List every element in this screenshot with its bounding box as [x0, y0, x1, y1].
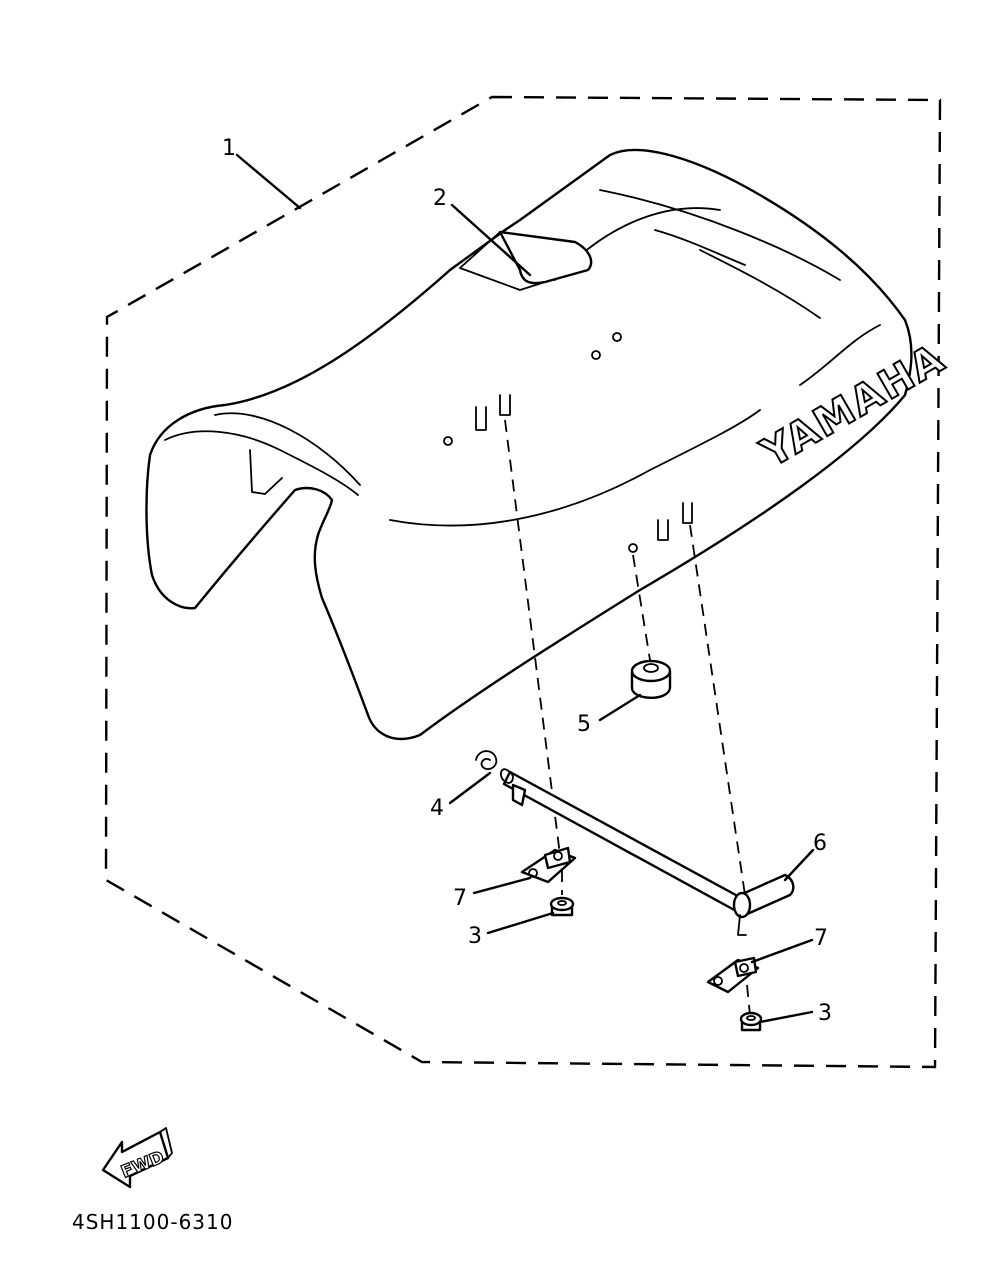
callout-6: 6: [813, 831, 827, 856]
leader-2: [450, 203, 532, 277]
leader-4: [448, 771, 492, 805]
bracket-right: [706, 956, 760, 994]
seat-lower-edge: [389, 409, 761, 527]
seat-assembly: YAMAHA: [145, 148, 954, 741]
seat-top-line-3: [654, 229, 746, 266]
callout-5: 5: [577, 712, 591, 737]
seat-side-edge: [214, 412, 361, 486]
leader-5: [598, 693, 642, 722]
alignment-line-left: [504, 419, 561, 856]
callout-2: 2: [433, 186, 447, 211]
leader-7b: [750, 938, 814, 964]
seat-top-line-1: [599, 189, 841, 281]
alignment-line-nut-right: [746, 984, 751, 1016]
callout-3-right: 3: [818, 1001, 832, 1026]
leader-1: [235, 153, 302, 210]
seat-rib: [249, 449, 283, 495]
callout-4: 4: [430, 796, 444, 821]
callout-7-left: 7: [453, 886, 467, 911]
spring-clip: [475, 750, 498, 770]
seat-outline: [145, 148, 913, 741]
seat-bar: [499, 768, 795, 936]
callout-1: 1: [222, 136, 236, 161]
fwd-arrow-icon: FWD: [101, 1127, 173, 1189]
alignment-line-damper: [632, 554, 651, 661]
nut-right: [739, 1011, 763, 1032]
seat-top-line-2: [699, 249, 821, 319]
alignment-line-right: [689, 524, 746, 896]
leader-7a: [472, 876, 532, 895]
part-code: 4SH1100-6310: [72, 1210, 233, 1234]
seat-strap: [459, 230, 593, 291]
callout-7-right: 7: [814, 926, 828, 951]
nut-left: [549, 896, 575, 917]
leader-6: [783, 848, 815, 882]
callout-3-left: 3: [468, 924, 482, 949]
bracket-left: [520, 846, 577, 884]
leader-3a: [486, 911, 555, 935]
seat-rear-edge: [799, 324, 881, 386]
seat-holes: [443, 332, 693, 553]
assembly-boundary: [104, 95, 942, 1069]
leader-3b: [758, 1010, 814, 1024]
damper: [630, 659, 672, 699]
seat-front-opening: [164, 430, 359, 496]
